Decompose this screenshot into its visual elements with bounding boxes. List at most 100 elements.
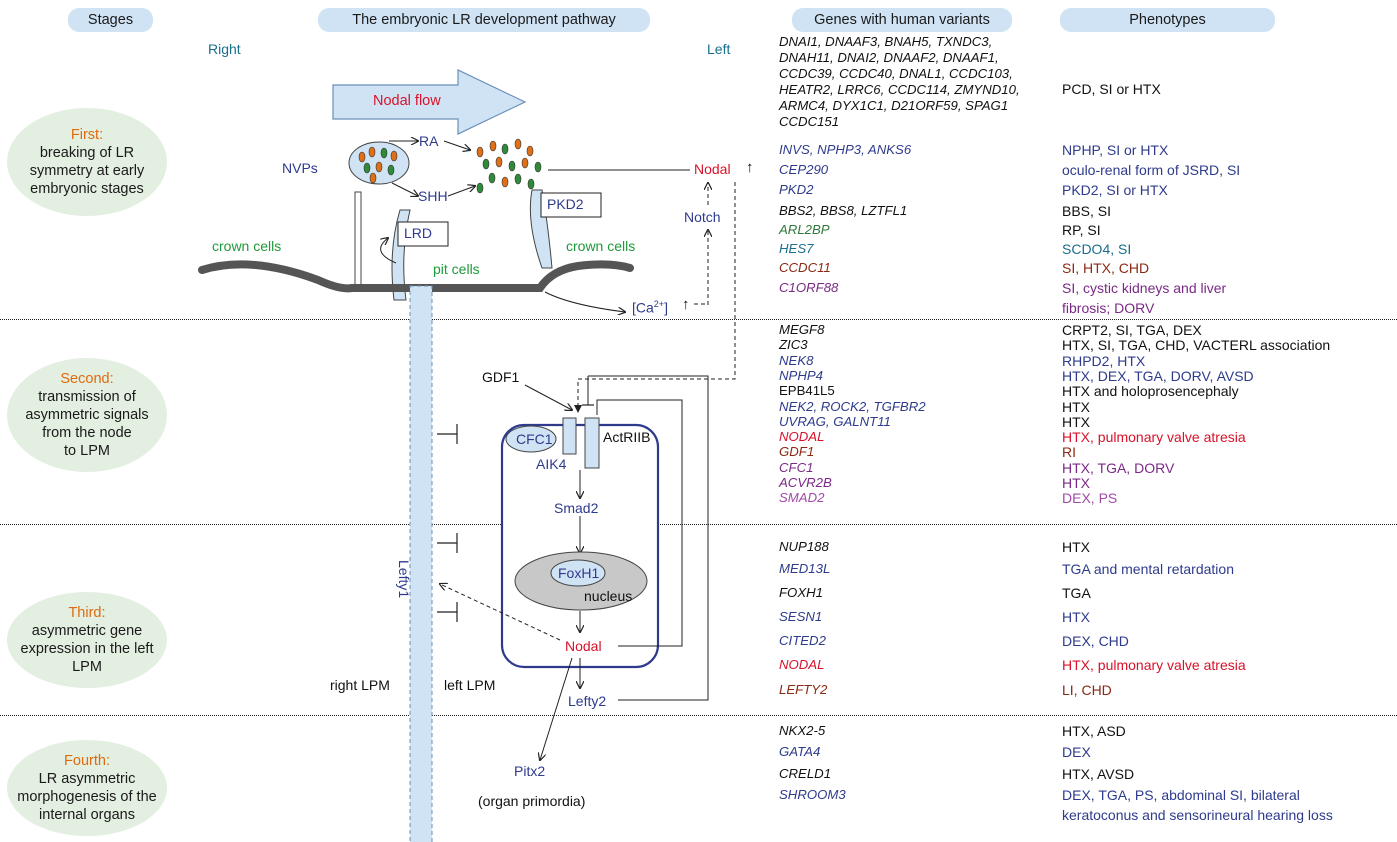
nodal-flow-arrow <box>332 69 527 135</box>
gene-name: NEK8 <box>779 352 814 368</box>
stage-first-line: breaking of LR <box>39 145 135 161</box>
actriib-receptor <box>584 417 600 469</box>
stage-fourth: Fourth: LR asymmetric morphogenesis of t… <box>7 740 167 836</box>
phenotype-text: DEX, TGA, PS, abdominal SI, bilateral <box>1062 787 1300 803</box>
phenotype-text: CRPT2, SI, TGA, DEX <box>1062 322 1202 338</box>
phenotype-text: BBS, SI <box>1062 203 1112 219</box>
crown-cells-left: crown cells <box>212 238 282 254</box>
gene-name: EPB41L5 <box>779 383 835 399</box>
stage-divider <box>0 524 1397 525</box>
stage-fourth-title: Fourth: <box>64 753 110 769</box>
gene-name: CFC1 <box>779 459 814 475</box>
stage-second-title: Second: <box>60 371 114 387</box>
foxh1-label: FoxH1 <box>558 565 600 581</box>
phenotype-text: RI <box>1062 444 1076 461</box>
nodal-top-label: Nodal <box>694 161 731 177</box>
pit-cells-label: pit cells <box>433 261 480 277</box>
lefty1-bar <box>409 285 433 842</box>
gdf1-label: GDF1 <box>482 369 520 385</box>
phenotype-text: LI, CHD <box>1062 682 1112 698</box>
gene-list-ciliary: DNAI1, DNAAF3, BNAH5, TXNDC3, DNAH11, DN… <box>779 34 1020 129</box>
gene-name: MEGF8 <box>779 322 825 337</box>
gene-name: SESN1 <box>779 609 823 624</box>
aik4-receptor <box>562 417 577 455</box>
stages-header: Stages <box>68 8 153 32</box>
phenotype-text: keratoconus and sensorineural hearing lo… <box>1062 807 1333 823</box>
crown-cells-right: crown cells <box>566 238 636 254</box>
gene-name: SMAD2 <box>779 490 825 506</box>
gene-name: CRELD1 <box>779 766 832 781</box>
calcium-label: [Ca2+] <box>632 299 668 316</box>
shh-label: SHH <box>418 188 448 204</box>
phenotypes-header: Phenotypes <box>1060 8 1275 32</box>
phenotype-text: HTX, pulmonary valve atresia <box>1062 657 1246 673</box>
stage-fourth-line: internal organs <box>39 807 135 823</box>
phenotype-text: HTX <box>1062 398 1090 415</box>
right-lpm-label: right LPM <box>330 677 390 693</box>
phenotype-text: PKD2, SI or HTX <box>1062 182 1168 198</box>
gene-name: ZIC3 <box>779 337 808 353</box>
gene-name: CEP290 <box>779 162 829 177</box>
organ-primordia-label: (organ primordia) <box>478 793 586 809</box>
pkd2-box <box>540 192 602 218</box>
nvp-stalk <box>354 191 362 289</box>
gene-name: NKX2-5 <box>779 723 826 738</box>
calcium-up-arrow: ↑ <box>682 296 690 313</box>
stage-third-line: expression in the left <box>20 641 154 657</box>
gene-name: GATA4 <box>779 744 821 759</box>
phenotype-text: SI, cystic kidneys and liver <box>1062 280 1227 296</box>
nodal-up-arrow: ↑ <box>746 159 754 176</box>
stage-first-line: symmetry at early <box>29 163 145 179</box>
phenotype-text: RP, SI <box>1062 222 1101 238</box>
foxh1-ellipse <box>550 559 606 587</box>
phenotype-text: DEX, PS <box>1062 490 1118 507</box>
stage-third: Third: asymmetric gene expression in the… <box>7 592 167 688</box>
lefty2-label: Lefty2 <box>568 693 607 709</box>
right-label: Right <box>208 41 241 57</box>
phenotype-text: HTX, TGA, DORV <box>1062 459 1175 476</box>
phenotype-text: DEX, CHD <box>1062 633 1129 649</box>
inhibition-bars <box>437 424 458 622</box>
phenotype-text: HTX, AVSD <box>1062 766 1135 782</box>
stage-third-line: LPM <box>72 659 102 675</box>
phenotype-text: RHPD2, HTX <box>1062 352 1146 369</box>
phenotype-text: fibrosis; DORV <box>1062 300 1155 316</box>
stage-second-line: transmission of <box>38 389 136 405</box>
gene-name: NEK2, ROCK2, TGFBR2 <box>779 398 926 414</box>
phenotype-text: HTX <box>1062 609 1090 625</box>
gene-name: HES7 <box>779 241 814 256</box>
gene-name: SHROOM3 <box>779 787 846 802</box>
lrd-box <box>397 221 449 247</box>
cfc1-ellipse <box>505 425 557 453</box>
stage-second-line: asymmetric signals <box>25 407 149 423</box>
notch-label: Notch <box>684 209 721 225</box>
phenotype-text: HTX <box>1062 413 1090 430</box>
nodal-cell-label: Nodal <box>565 638 602 654</box>
phenotype-text: HTX, DEX, TGA, DORV, AVSD <box>1062 367 1254 384</box>
gene-name: NODAL <box>779 429 825 445</box>
phenotype-text: HTX <box>1062 539 1090 555</box>
cfc1-label: CFC1 <box>516 431 553 447</box>
stage-first: First: breaking of LR symmetry at early … <box>7 108 167 216</box>
nvps-label: NVPs <box>282 160 318 176</box>
nucleus-label: nucleus <box>584 588 633 604</box>
stage-third-line: asymmetric gene <box>31 623 143 639</box>
phenotype-text: HTX, ASD <box>1062 723 1126 739</box>
phenotype-text: TGA and mental retardation <box>1062 561 1234 577</box>
lrd-label: LRD <box>404 225 433 241</box>
ra-label: RA <box>419 133 439 149</box>
phenotype-text: HTX <box>1062 475 1090 491</box>
gene-name: PKD2 <box>779 182 814 197</box>
gene-name: NODAL <box>779 657 825 672</box>
stage-divider <box>0 319 1397 320</box>
phenotype-text: SCDO4, SI <box>1062 241 1132 257</box>
signal-particles <box>476 138 542 194</box>
node-pit <box>198 260 634 293</box>
stage-second: Second: transmission of asymmetric signa… <box>7 358 167 472</box>
phenotype-text: NPHP, SI or HTX <box>1062 142 1169 158</box>
actriib-label: ActRIIB <box>603 429 651 445</box>
smad2-label: Smad2 <box>554 500 599 516</box>
gene-name: GDF1 <box>779 444 815 460</box>
phenotype-pcd: PCD, SI or HTX <box>1062 81 1161 97</box>
